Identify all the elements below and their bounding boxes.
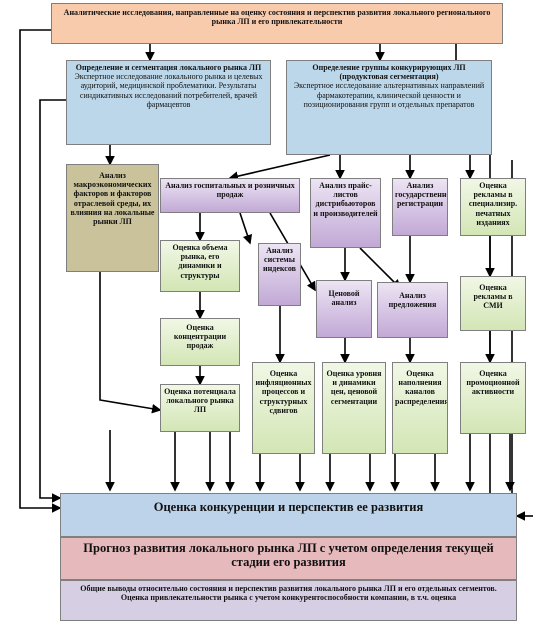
hospital-retail-text: Анализ госпитальных и розничных продаж (165, 181, 295, 200)
market-potential-text: Оценка потенциала локального рынка ЛП (164, 387, 236, 415)
forecast-box: Прогноз развития локального рынка ЛП с у… (60, 537, 517, 580)
market-potential-box: Оценка потенциала локального рынка ЛП (160, 384, 240, 432)
state-registration-text: Анализ государственной регистрации (395, 181, 447, 209)
competition-box: Оценка конкуренции и перспектив ее разви… (60, 493, 517, 537)
top-research-box: Аналитические исследования, направленные… (51, 3, 503, 44)
competitor-group-body: Экспертное исследование альтернативных н… (293, 81, 485, 109)
price-level-box: Оценка уровня и динамики цен, ценовой се… (322, 362, 386, 454)
media-ads-text: Оценка рекламы в СМИ (473, 283, 513, 311)
index-system-text: Анализ системы индексов (263, 246, 296, 274)
market-volume-box: Оценка объема рынка, его динамики и стру… (160, 240, 240, 292)
promo-activity-box: Оценка промоционной активности (460, 362, 526, 434)
competitor-group-title: Определение группы конкурирующих ЛП (про… (312, 63, 466, 82)
offer-analysis-box: Анализ предложения (377, 282, 448, 338)
sales-concentration-box: Оценка концентрации продаж (160, 318, 240, 366)
top-research-text: Аналитические исследования, направленные… (63, 8, 491, 27)
conclusions-line2: Оценка привлекательности рынка с учетом … (120, 593, 457, 603)
price-analysis-box: Ценовой анализ (316, 280, 372, 338)
media-ads-box: Оценка рекламы в СМИ (460, 276, 526, 331)
inflation-box: Оценка инфляционных процессов и структур… (252, 362, 315, 454)
competition-text: Оценка конкуренции и перспектив ее разви… (153, 500, 424, 514)
promo-activity-text: Оценка промоционной активности (466, 369, 520, 397)
market-volume-text: Оценка объема рынка, его динамики и стру… (172, 243, 228, 280)
distribution-channels-box: Оценка наполнения каналов распределения (392, 362, 448, 454)
distribution-channels-text: Оценка наполнения каналов распределения (395, 369, 448, 406)
segmentation-box: Определение и сегментация локального рын… (66, 60, 271, 145)
offer-analysis-text: Анализ предложения (388, 291, 437, 310)
segmentation-title: Определение и сегментация локального рын… (75, 63, 262, 72)
price-lists-text: Анализ прайс-листов дистрибьюторов и про… (313, 181, 378, 218)
conclusions-box: Общие выводы относительно состояния и пе… (60, 580, 517, 621)
index-system-box: Анализ системы индексов (258, 243, 301, 306)
state-registration-box: Анализ государственной регистрации (392, 178, 448, 236)
macro-analysis-box: Анализ макроэкономических факторов и фак… (66, 164, 159, 272)
forecast-text: Прогноз развития локального рынка ЛП с у… (83, 541, 494, 570)
segmentation-body: Экспертное исследование локального рынка… (74, 72, 263, 109)
conclusions-line1: Общие выводы относительно состояния и пе… (80, 584, 497, 593)
competitor-group-box: Определение группы конкурирующих ЛП (про… (286, 60, 492, 155)
macro-analysis-text: Анализ макроэкономических факторов и фак… (70, 171, 155, 226)
specialized-ads-text: Оценка рекламы в специализир. печатных и… (468, 181, 518, 227)
price-lists-box: Анализ прайс-листов дистрибьюторов и про… (310, 178, 381, 248)
specialized-ads-box: Оценка рекламы в специализир. печатных и… (460, 178, 526, 236)
price-analysis-text: Ценовой анализ (328, 289, 360, 308)
sales-concentration-text: Оценка концентрации продаж (173, 323, 227, 351)
price-level-text: Оценка уровня и динамики цен, ценовой се… (326, 369, 382, 406)
hospital-retail-box: Анализ госпитальных и розничных продаж (160, 178, 300, 213)
inflation-text: Оценка инфляционных процессов и структур… (255, 369, 312, 415)
